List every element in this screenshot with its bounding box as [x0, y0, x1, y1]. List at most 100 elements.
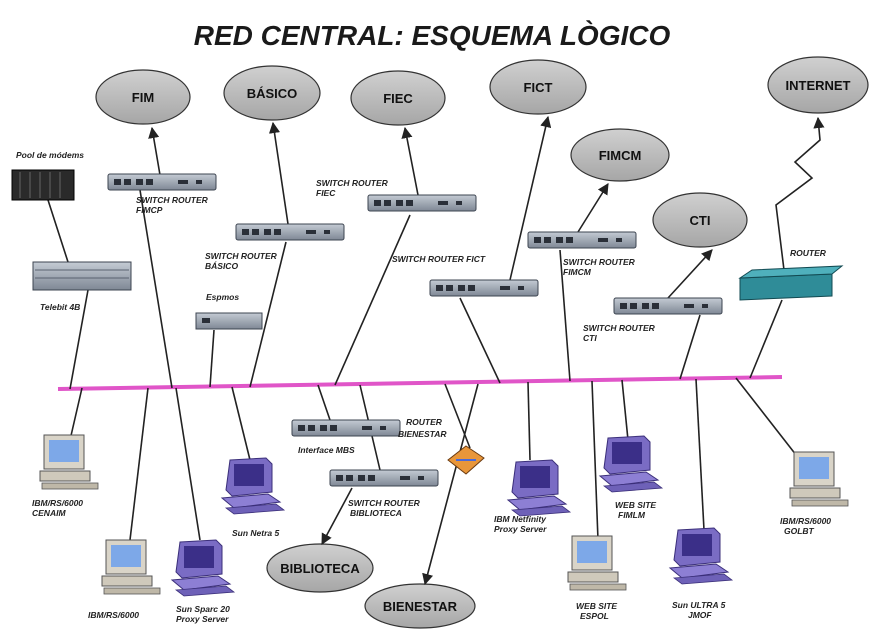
cloud-biblioteca: BIBLIOTECA — [266, 543, 374, 593]
link-cti-cloud — [667, 249, 713, 299]
drop-pool — [47, 199, 69, 263]
cloud-fict-label: FICT — [524, 80, 553, 95]
router-bienestar-label-2: BIENESTAR — [398, 429, 447, 439]
ibm-netfinity — [507, 459, 571, 517]
cloud-cti-label: CTI — [690, 213, 711, 228]
ibm-netfinity-label-2: Proxy Server — [494, 524, 547, 534]
switch-cti-label-1: SWITCH ROUTER — [583, 323, 656, 333]
switch-fimcm-label-1: SWITCH ROUTER — [563, 257, 636, 267]
sun-sparc-label-1: Sun Sparc 20 — [176, 604, 230, 614]
switch-router-cti — [613, 297, 723, 315]
telebit-label: Telebit 4B — [40, 302, 80, 312]
drop-interface — [317, 384, 331, 421]
web-fimlm-label-1: WEB SITE — [615, 500, 656, 510]
cloud-fiec-label: FIEC — [383, 91, 413, 106]
switch-fict-label: SWITCH ROUTER FICT — [392, 254, 486, 264]
web-espol-label-2: ESPOL — [580, 611, 609, 621]
web-fimlm-label-2: FIMLM — [618, 510, 646, 520]
drop-sun-sparc — [175, 387, 201, 541]
drop-router-bienestar — [444, 383, 471, 449]
espmos-label: Espmos — [206, 292, 239, 302]
cloud-fimcm-label: FIMCM — [599, 148, 642, 163]
link-bienestar-cloud — [422, 383, 479, 586]
switch-biblioteca-label-2: BIBLIOTECA — [350, 508, 402, 518]
telebit-device — [32, 261, 132, 291]
cloud-fim-label: FIM — [132, 90, 154, 105]
pool-modems-label: Pool de módems — [16, 150, 84, 160]
cloud-fict: FICT — [489, 59, 587, 115]
sun-sparc — [171, 539, 235, 597]
cloud-fimcm: FIMCM — [570, 128, 670, 182]
link-fiec-cloud — [401, 126, 419, 196]
pc-cenaim — [39, 434, 99, 490]
drop-ibm-netfinity — [527, 381, 531, 461]
router-label: ROUTER — [790, 248, 827, 258]
cloud-biblioteca-label: BIBLIOTECA — [280, 561, 360, 576]
cloud-fiec: FIEC — [350, 70, 446, 126]
router-bienestar-label-1: ROUTER — [406, 417, 443, 427]
switch-cti-label-2: CTI — [583, 333, 597, 343]
router-device — [738, 265, 844, 301]
pc-golbt-label-1: IBM/RS/6000 — [780, 516, 831, 526]
switch-fimcp-label-2: FIMCP — [136, 205, 163, 215]
switch-router-fiec — [367, 194, 477, 212]
pc-rs6000-left — [101, 539, 161, 595]
drop-espmos — [209, 329, 215, 388]
drop-golbt — [735, 377, 801, 461]
drop-cti — [679, 314, 701, 380]
switch-router-fimcm — [527, 231, 637, 249]
cloud-internet-label: INTERNET — [786, 78, 851, 93]
link-fimcp-fim — [148, 126, 161, 176]
switch-fiec-label-2: FIEC — [316, 188, 336, 198]
web-site-fimlm — [599, 435, 663, 493]
pc-golbt — [789, 451, 849, 507]
switch-router-basico — [235, 223, 345, 241]
sun-sparc-label-2: Proxy Server — [176, 614, 229, 624]
drop-fict — [459, 297, 501, 384]
pc-rs6000-left-label: IBM/RS/6000 — [88, 610, 139, 620]
web-espol-label-1: WEB SITE — [576, 601, 617, 611]
drop-cenaim — [69, 387, 83, 441]
sun-ultra — [669, 527, 733, 585]
link-biblioteca-cloud — [321, 487, 353, 545]
espmos-device — [195, 312, 263, 330]
diagram-title: RED CENTRAL: ESQUEMA LÒGICO — [194, 20, 671, 51]
interface-mbs-label: Interface MBS — [298, 445, 355, 455]
cloud-bienestar: BIENESTAR — [364, 583, 476, 629]
link-fict-cloud — [509, 115, 552, 281]
drop-sun-netra — [231, 386, 251, 461]
cloud-internet: INTERNET — [767, 56, 869, 114]
drop-router — [749, 299, 783, 379]
cloud-cti: CTI — [652, 192, 748, 248]
drop-fimcm — [559, 249, 571, 382]
drop-fimcp — [139, 189, 173, 389]
modem-pool — [11, 169, 75, 201]
drop-basico — [249, 241, 287, 388]
switch-fiec-label-1: SWITCH ROUTER — [316, 178, 389, 188]
switch-fimcm-label-2: FIMCM — [563, 267, 592, 277]
cloud-fim: FIM — [95, 69, 191, 125]
switch-router-fimcp — [107, 173, 217, 191]
drop-rs6000-left — [129, 387, 149, 541]
pc-cenaim-label-1: IBM/RS/6000 — [32, 498, 83, 508]
switch-basico-label-2: BÁSICO — [205, 261, 238, 271]
cloud-basico: BÁSICO — [223, 65, 321, 121]
switch-router-fict — [429, 279, 539, 297]
link-basico-cloud — [268, 121, 289, 225]
pc-cenaim-label-2: CENAIM — [32, 508, 66, 518]
switch-router-biblioteca — [329, 469, 439, 487]
ibm-netfinity-label-1: IBM Netfinity — [494, 514, 547, 524]
drop-web-espol — [591, 380, 599, 541]
router-bienestar-device — [447, 445, 485, 475]
drop-sun-ultra — [695, 378, 705, 531]
cloud-bienestar-label: BIENESTAR — [383, 599, 458, 614]
link-router-internet — [775, 116, 825, 271]
pc-golbt-label-2: GOLBT — [784, 526, 815, 536]
sun-netra-label: Sun Netra 5 — [232, 528, 280, 538]
switch-basico-label-1: SWITCH ROUTER — [205, 251, 278, 261]
drop-fiec — [334, 214, 411, 386]
sun-netra — [221, 457, 285, 515]
web-site-espol — [567, 535, 627, 591]
backbone-bus — [57, 375, 783, 391]
